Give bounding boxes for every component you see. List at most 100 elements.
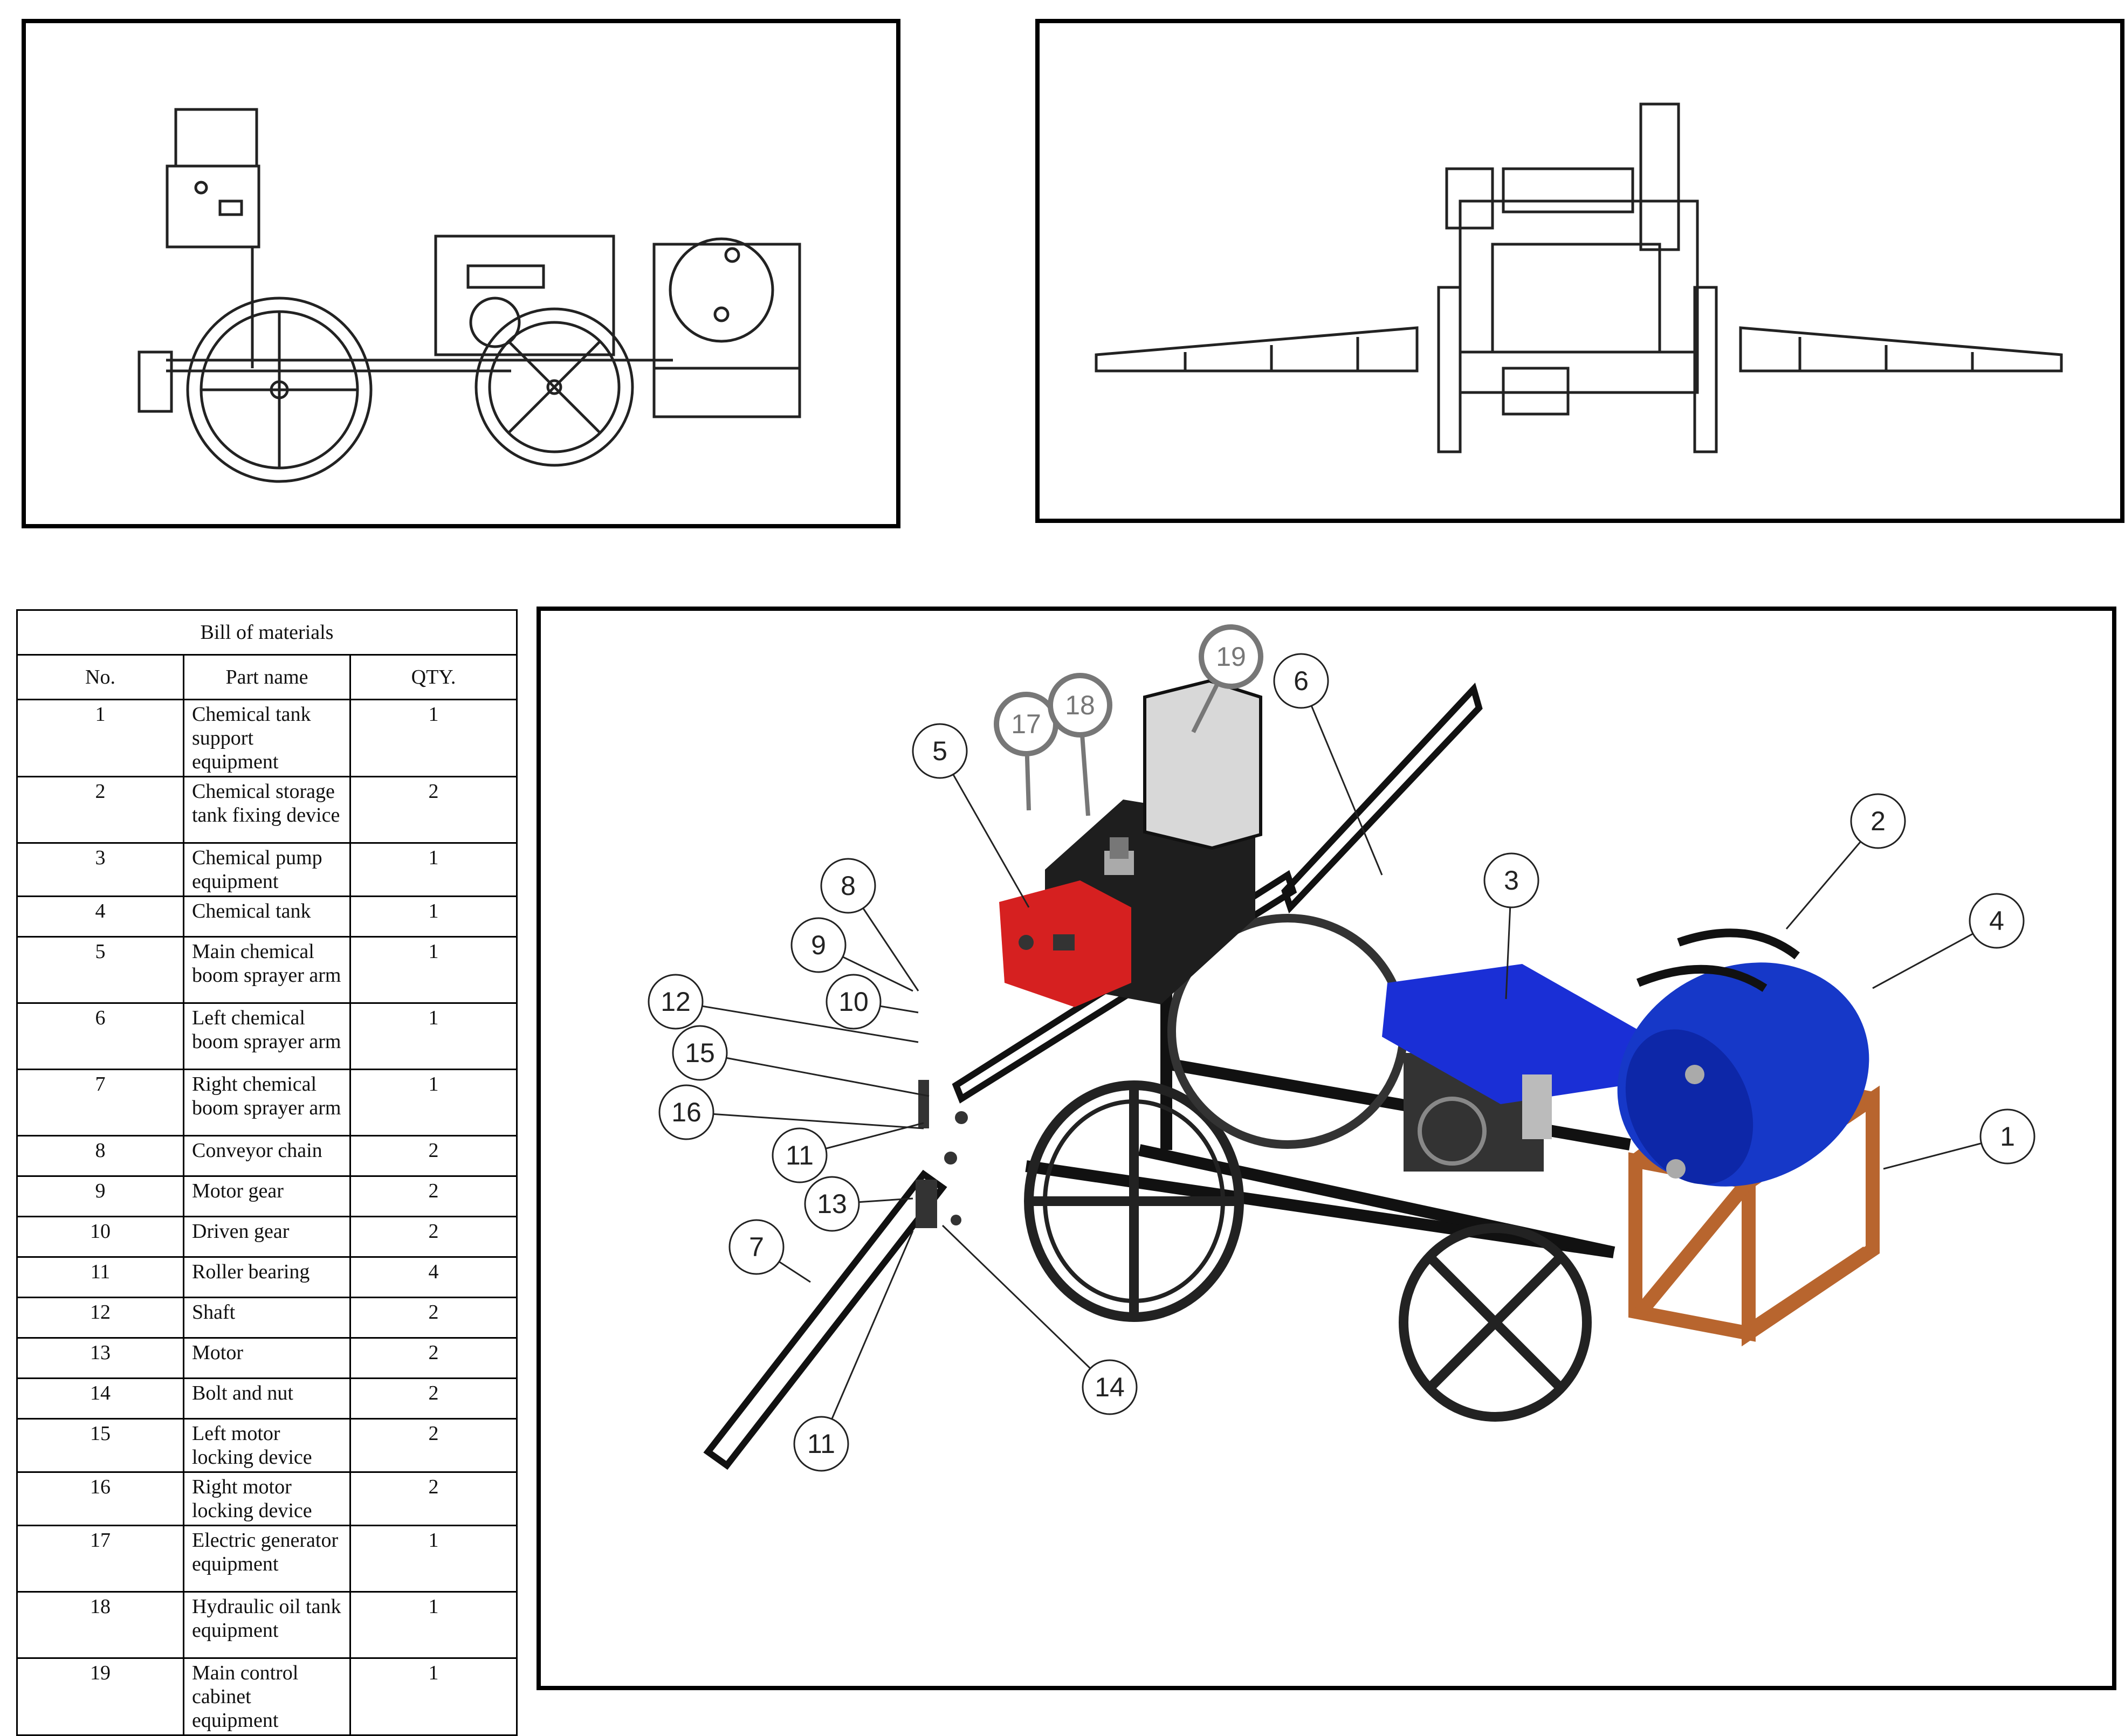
bom-cell-qty: 2 bbox=[349, 1175, 518, 1217]
iso-control-cabinet bbox=[1143, 679, 1262, 850]
callout-6: 6 bbox=[1273, 653, 1383, 876]
callout-14: 14 bbox=[941, 1224, 1138, 1415]
front-pipe bbox=[1639, 102, 1680, 251]
front-left-boom bbox=[1095, 326, 1419, 373]
front-left-wheel bbox=[1437, 286, 1462, 453]
bom-cell-no: 18 bbox=[16, 1591, 184, 1659]
bom-cell-no: 11 bbox=[16, 1256, 184, 1298]
side-engine bbox=[434, 235, 615, 356]
bom-cell-part: Left motor locking device bbox=[183, 1418, 351, 1473]
bom-cell-no: 13 bbox=[16, 1337, 184, 1379]
bom-cell-no: 16 bbox=[16, 1471, 184, 1526]
side-rear-wheel bbox=[186, 297, 373, 483]
bom-cell-no: 2 bbox=[16, 776, 184, 844]
bom-cell-no: 14 bbox=[16, 1377, 184, 1420]
bom-cell-no: 15 bbox=[16, 1418, 184, 1473]
bom-cell-qty: 2 bbox=[349, 1377, 518, 1420]
side-tank bbox=[669, 237, 774, 343]
bom-cell-part: Main control cabinet equipment bbox=[183, 1657, 351, 1736]
bom-cell-no: 17 bbox=[16, 1525, 184, 1593]
bom-cell-qty: 2 bbox=[349, 1418, 518, 1473]
bom-cell-qty: 1 bbox=[349, 1069, 518, 1136]
callout-16: 16 bbox=[658, 1084, 924, 1140]
bom-cell-no: 19 bbox=[16, 1657, 184, 1736]
bom-cell-qty: 1 bbox=[349, 936, 518, 1004]
front-cabinet bbox=[1445, 167, 1494, 230]
bom-cell-no: 6 bbox=[16, 1002, 184, 1070]
bom-cell-part: Hydraulic oil tank equipment bbox=[183, 1591, 351, 1659]
bom-cell-part: Main chemical boom sprayer arm bbox=[183, 936, 351, 1004]
bom-cell-qty: 2 bbox=[349, 1337, 518, 1379]
callout-label: 14 bbox=[1095, 1372, 1125, 1402]
front-view-drawing bbox=[1095, 102, 2063, 453]
callout-13: 13 bbox=[804, 1176, 913, 1232]
bom-cell-qty: 1 bbox=[349, 1657, 518, 1736]
front-body bbox=[1459, 199, 1699, 354]
callout-label: 2 bbox=[1870, 806, 1886, 836]
callout-label: 5 bbox=[932, 736, 947, 766]
iso-tank-straps bbox=[1636, 928, 1800, 992]
callout-5: 5 bbox=[912, 723, 1030, 908]
side-generator bbox=[166, 164, 260, 249]
bom-cell-no: 1 bbox=[16, 699, 184, 777]
side-cabinet bbox=[174, 108, 258, 168]
bom-cell-qty: 1 bbox=[349, 1591, 518, 1659]
callout-11: 11 bbox=[793, 1230, 914, 1472]
bom-header-row: No. Part name QTY. bbox=[16, 654, 518, 700]
bom-cell-part: Chemical pump equipment bbox=[183, 842, 351, 897]
callout-label: 13 bbox=[817, 1189, 847, 1219]
front-right-wheel bbox=[1693, 286, 1718, 453]
bom-cell-part: Right motor locking device bbox=[183, 1471, 351, 1526]
bom-cell-qty: 2 bbox=[349, 1471, 518, 1526]
bom-cell-qty: 1 bbox=[349, 699, 518, 777]
bom-cell-part: Roller bearing bbox=[183, 1256, 351, 1298]
bom-cell-part: Motor gear bbox=[183, 1175, 351, 1217]
bom-cell-qty: 2 bbox=[349, 1297, 518, 1339]
callout-11: 11 bbox=[772, 1122, 924, 1183]
callout-label: 1 bbox=[2000, 1121, 2015, 1152]
callout-10: 10 bbox=[826, 974, 919, 1030]
bom-cell-part: Bolt and nut bbox=[183, 1377, 351, 1420]
callout-18: 18 bbox=[1048, 673, 1112, 816]
callout-2: 2 bbox=[1785, 793, 1906, 929]
bom-cell-part: Right chemical boom sprayer arm bbox=[183, 1069, 351, 1136]
callout-label: 19 bbox=[1216, 642, 1246, 672]
side-tank-support bbox=[652, 243, 801, 418]
bom-cell-qty: 1 bbox=[349, 1525, 518, 1593]
bom-cell-no: 12 bbox=[16, 1297, 184, 1339]
bom-cell-part: Driven gear bbox=[183, 1216, 351, 1258]
bom-title: Bill of materials bbox=[16, 609, 518, 656]
callout-15: 15 bbox=[672, 1025, 930, 1097]
callout-9: 9 bbox=[790, 917, 913, 992]
callout-4: 4 bbox=[1872, 893, 2025, 989]
callout-19: 19 bbox=[1191, 624, 1263, 733]
bom-cell-qty: 2 bbox=[349, 1135, 518, 1177]
bom-cell-no: 9 bbox=[16, 1175, 184, 1217]
callout-label: 6 bbox=[1294, 666, 1309, 696]
front-chassis bbox=[1459, 350, 1699, 394]
bom-header-qty: QTY. bbox=[349, 654, 518, 700]
front-view-panel bbox=[1035, 19, 2124, 523]
side-view-panel bbox=[22, 19, 900, 528]
callout-label: 11 bbox=[786, 1140, 814, 1170]
bom-cell-no: 7 bbox=[16, 1069, 184, 1136]
bom-cell-no: 10 bbox=[16, 1216, 184, 1258]
bom-cell-part: Chemical tank bbox=[183, 895, 351, 938]
bom-header-no: No. bbox=[16, 654, 184, 700]
callout-label: 15 bbox=[685, 1038, 715, 1068]
bom-title-row: Bill of materials bbox=[16, 609, 518, 656]
